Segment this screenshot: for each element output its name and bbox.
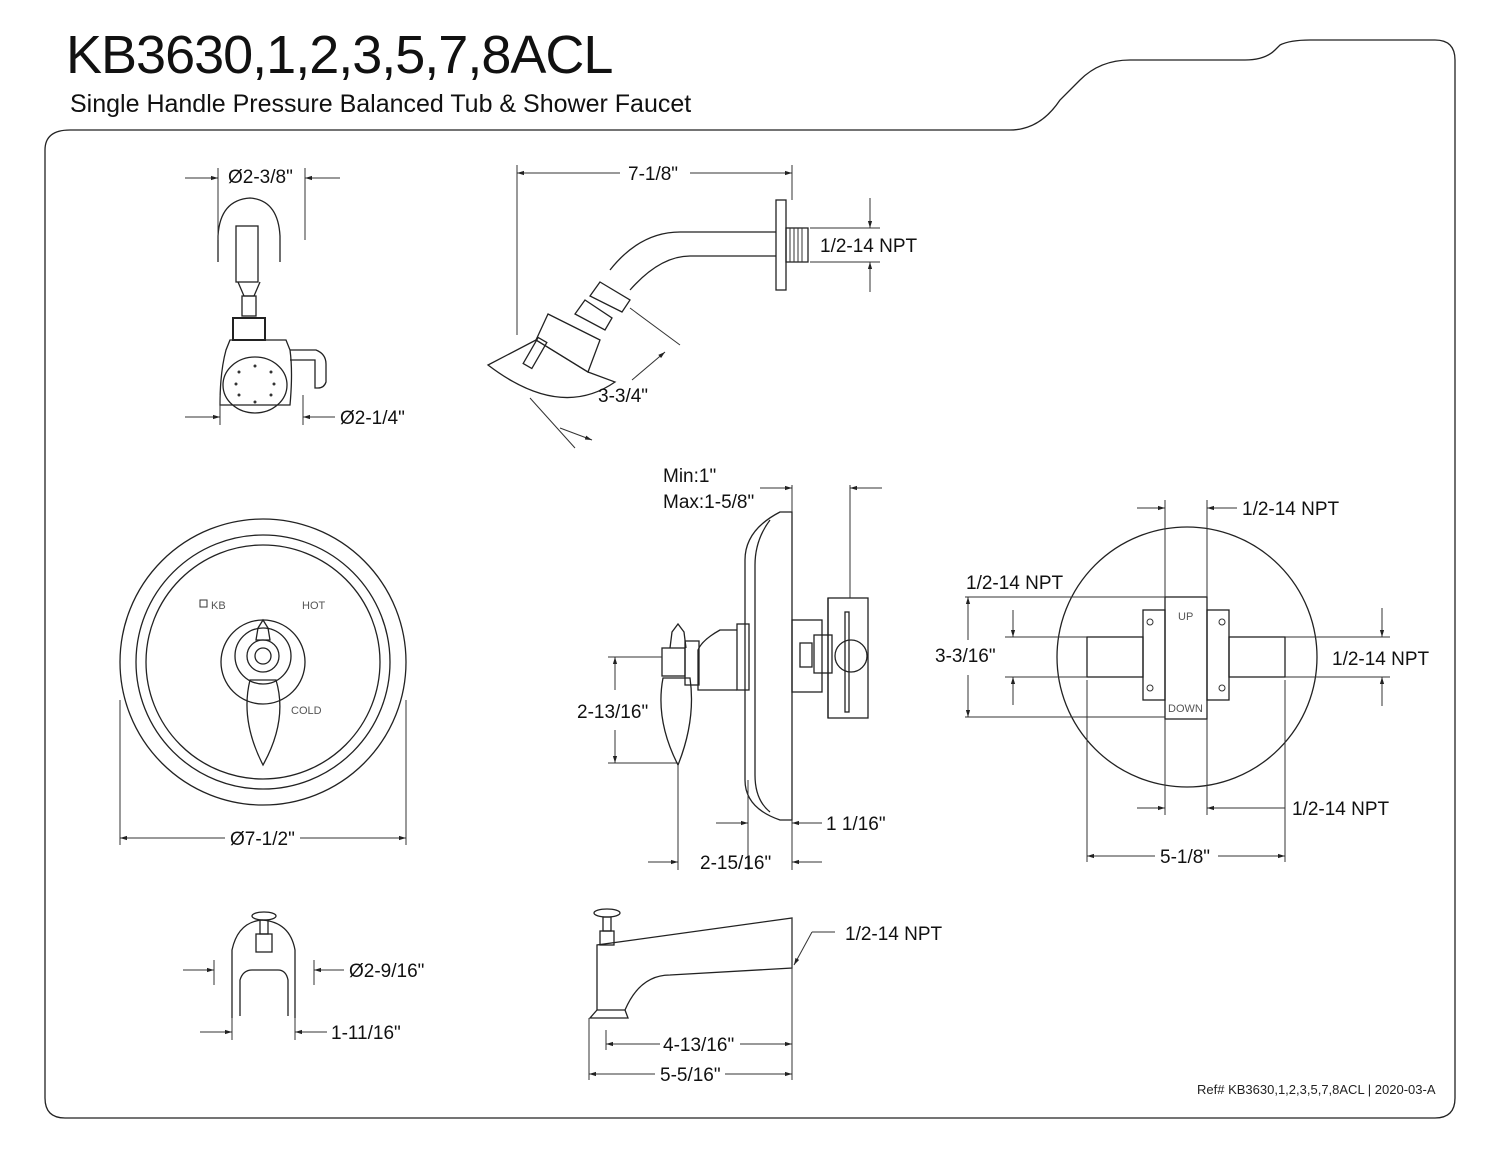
plate-hot-label: HOT xyxy=(302,600,326,612)
reference-code: Ref# KB3630,1,2,3,5,7,8ACL | 2020-03-A xyxy=(1197,1082,1436,1097)
plate-cold-label: COLD xyxy=(291,705,322,717)
tub-spout-side-view xyxy=(588,908,835,1080)
dim-spout-reach-inner: 4-13/16" xyxy=(663,1035,734,1056)
dim-spout-width: 1-11/16" xyxy=(331,1023,401,1044)
tub-spout-front-view xyxy=(183,911,344,1040)
dim-valve-width: 5-1/8" xyxy=(1160,847,1210,868)
dim-valve-thread-left: 1/2-14 NPT xyxy=(966,573,1064,594)
valve-down-label: DOWN xyxy=(1168,703,1203,715)
dim-arm-thread: 1/2-14 NPT xyxy=(820,236,918,257)
showerhead-front-view xyxy=(185,168,340,425)
page-frame xyxy=(44,39,1456,1119)
dim-plate-depth: 1 1/16" xyxy=(826,814,886,835)
dim-wall-min: Min:1" xyxy=(663,466,716,487)
dim-valve-thread-top: 1/2-14 NPT xyxy=(1242,499,1340,520)
dim-wall-max: Max:1-5/8" xyxy=(663,492,754,513)
dim-head-diameter: Ø2-1/4" xyxy=(340,408,405,429)
page-subtitle: Single Handle Pressure Balanced Tub & Sh… xyxy=(70,90,692,118)
plate-diameter-dim xyxy=(119,700,407,845)
dim-spout-reach-total: 5-5/16" xyxy=(660,1065,721,1086)
rough-valve-front-view xyxy=(965,500,1390,862)
dim-handle-drop: 2-13/16" xyxy=(577,702,648,723)
valve-up-label: UP xyxy=(1178,611,1193,623)
dim-handle-projection: 2-15/16" xyxy=(700,853,771,874)
shower-arm-side-view xyxy=(486,165,880,449)
dim-arm-length: 7-1/8" xyxy=(628,164,678,185)
dim-plate-diameter: Ø7-1/2" xyxy=(230,829,295,850)
page-title: KB3630,1,2,3,5,7,8ACL xyxy=(66,25,613,85)
dim-valve-thread-right: 1/2-14 NPT xyxy=(1332,649,1430,670)
dim-valve-thread-bottom: 1/2-14 NPT xyxy=(1292,799,1390,820)
dim-flange-diameter: Ø2-3/8" xyxy=(228,167,293,188)
valve-side-view xyxy=(608,485,882,870)
dim-spout-thread: 1/2-14 NPT xyxy=(845,924,943,945)
dim-head-length: 3-3/4" xyxy=(598,386,648,407)
trim-plate-front-view xyxy=(119,518,407,806)
dim-valve-height: 3-3/16" xyxy=(935,646,996,667)
plate-brand-mark: KB xyxy=(211,600,226,612)
dim-spout-diameter: Ø2-9/16" xyxy=(349,961,424,982)
